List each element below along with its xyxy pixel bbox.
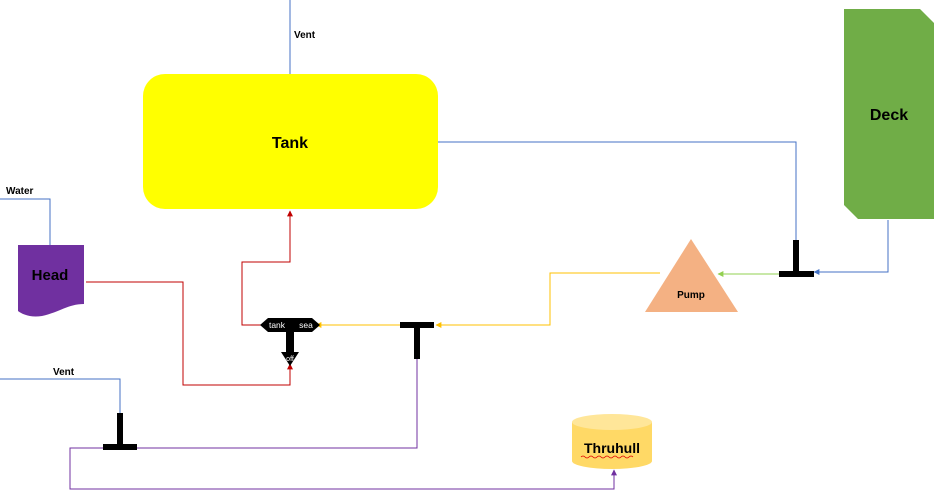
- tank-shape: [143, 74, 438, 209]
- thruhull-label: Thruhull: [584, 440, 640, 456]
- middle-tee-valve: [400, 322, 434, 359]
- vent-top-label: Vent: [294, 30, 316, 41]
- water-label: Water: [6, 186, 34, 197]
- thruhull-top: [572, 414, 652, 430]
- vent-tee-bar: [103, 444, 137, 450]
- tank-label: Tank: [272, 135, 308, 152]
- thruhull-shape: [572, 422, 652, 469]
- three-way-valve-bar: [260, 318, 320, 332]
- head-to-valve-line: [86, 281, 293, 386]
- pump-to-tee-line: [435, 272, 660, 328]
- vent-left-label: Vent: [53, 367, 75, 378]
- pump-shape: [645, 239, 738, 312]
- pump-node: Pump: [645, 239, 738, 312]
- head-node: Head: [18, 245, 84, 317]
- thruhull-spellcheck-underline: [580, 455, 634, 459]
- deck-label: Deck: [870, 107, 908, 124]
- deck-tee-valve: [779, 240, 814, 277]
- deck-shape: [844, 9, 934, 219]
- tank-to-deck-valve-line: [438, 141, 797, 240]
- tank-node: Tank: [143, 74, 438, 209]
- valve-sea-label: sea: [299, 320, 313, 330]
- deck-tee-bar: [779, 271, 814, 277]
- vent-tee-valve: [103, 413, 137, 450]
- tee-to-vent-valve-line: [137, 358, 418, 449]
- vent-valve-to-thruhull-line: [69, 447, 617, 490]
- deck-node: Deck: [844, 9, 934, 219]
- middle-tee-bar: [400, 322, 434, 328]
- pump-label: Pump: [677, 290, 705, 301]
- three-way-valve-stem: [286, 332, 294, 352]
- head-label: Head: [32, 267, 69, 284]
- valve-to-tank-line: [241, 210, 293, 326]
- vent-left-line: [0, 378, 121, 413]
- water-inlet-line: [0, 198, 51, 245]
- three-way-valve-tip: [281, 352, 299, 366]
- valve-off-label: off: [286, 356, 294, 363]
- deck-to-valve-line: [813, 220, 889, 275]
- valve-tank-label: tank: [269, 320, 286, 330]
- middle-tee-stem: [414, 328, 420, 359]
- three-way-valve: tank sea off: [260, 318, 320, 366]
- head-shape: [18, 245, 84, 317]
- deck-tee-stem: [793, 240, 799, 271]
- thruhull-node: Thruhull: [572, 414, 652, 469]
- vent-tee-stem: [117, 413, 123, 444]
